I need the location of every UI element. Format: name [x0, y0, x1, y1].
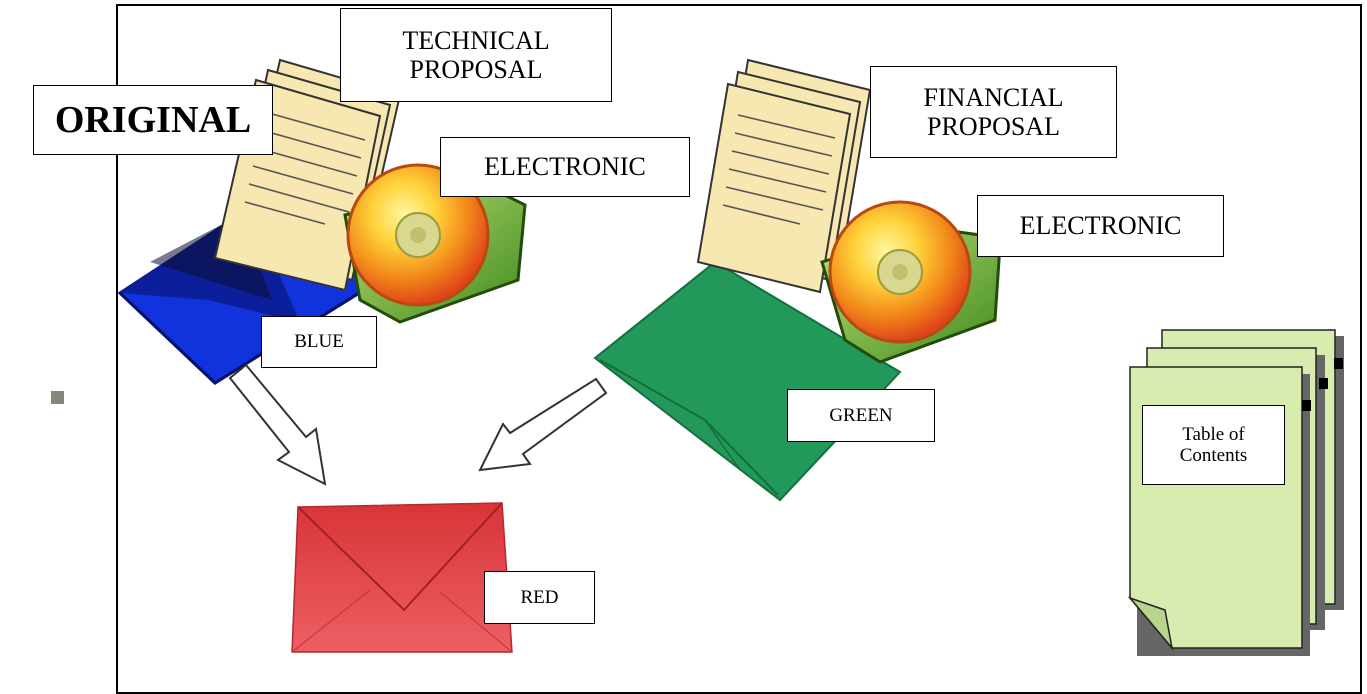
- technical-disc: [346, 163, 490, 307]
- financial-proposal-line-2: PROPOSAL: [927, 112, 1060, 141]
- blue-text: BLUE: [294, 331, 344, 353]
- green-text: GREEN: [829, 404, 893, 426]
- electronic-text-technical: ELECTRONIC: [484, 152, 646, 182]
- electronic-label-technical: ELECTRONIC: [440, 137, 690, 197]
- blue-label: BLUE: [261, 316, 377, 368]
- original-text: ORIGINAL: [54, 98, 252, 141]
- arrow-green-to-red: [478, 377, 608, 472]
- toc-line-1: Table of: [1182, 423, 1245, 445]
- original-label: ORIGINAL: [33, 85, 273, 155]
- red-text: RED: [520, 586, 559, 608]
- green-label: GREEN: [787, 389, 935, 442]
- electronic-label-financial: ELECTRONIC: [977, 195, 1224, 257]
- financial-proposal-label: FINANCIAL PROPOSAL: [870, 66, 1117, 158]
- financial-disc: [828, 200, 972, 344]
- arrow-blue-to-red: [228, 363, 327, 486]
- toc-line-2: Contents: [1179, 445, 1248, 466]
- financial-proposal-line-1: FINANCIAL: [923, 82, 1064, 112]
- technical-proposal-line-2: PROPOSAL: [409, 55, 543, 84]
- red-envelope: [291, 502, 513, 653]
- list-bullet: [51, 391, 64, 404]
- table-of-contents-label: Table of Contents: [1142, 405, 1285, 485]
- electronic-text-financial: ELECTRONIC: [1019, 211, 1182, 241]
- technical-proposal-label: TECHNICAL PROPOSAL: [340, 8, 612, 102]
- table-of-contents-pages: [1127, 329, 1344, 656]
- red-label: RED: [484, 571, 595, 624]
- technical-proposal-line-1: TECHNICAL: [402, 25, 550, 55]
- financial-documents: [696, 58, 872, 294]
